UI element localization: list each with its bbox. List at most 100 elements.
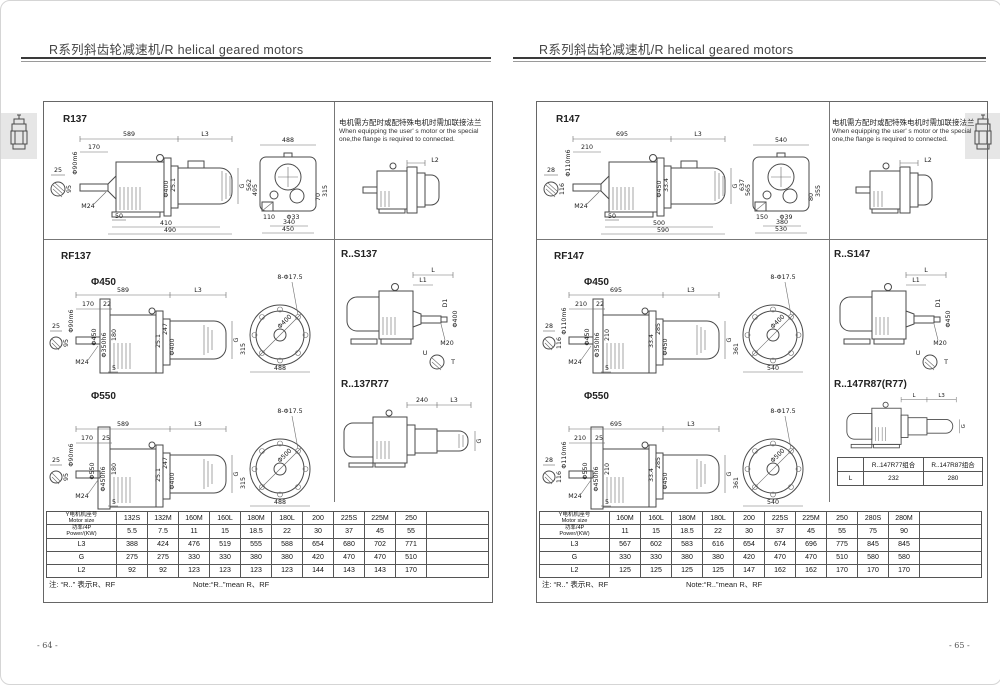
dim-label: G	[239, 183, 246, 188]
cell: 424	[147, 537, 179, 552]
dim-label: 33.4	[648, 468, 655, 482]
dim-label: M24	[75, 359, 88, 366]
side-view	[75, 298, 227, 374]
dim-label: M20	[933, 340, 946, 347]
dim-label: 170	[88, 144, 100, 151]
cell: 125	[609, 563, 641, 578]
cell: 470	[364, 550, 396, 565]
dim-label: Φ90m6	[68, 443, 75, 466]
dim-label: Φ400	[169, 339, 176, 356]
dim-label: 33.4	[648, 334, 655, 348]
side-view	[346, 283, 448, 345]
dim-label: Φ400	[169, 473, 176, 490]
row-header: G	[539, 550, 610, 565]
shaft-section-view	[429, 354, 445, 371]
note-line2: one,the flange is required to connected.	[339, 136, 455, 144]
cell: 275	[116, 550, 148, 565]
combo-table: R..147R77组合 R..147R87组合 L 232 280	[837, 457, 983, 486]
dim-label: 695	[610, 421, 622, 428]
cell: 7.5	[147, 524, 179, 539]
page-title: R系列斜齿轮减速机/R helical geared motors	[49, 43, 304, 57]
dim-label: 495	[252, 184, 259, 196]
dim-label: 540	[775, 137, 787, 144]
cell: 580	[857, 550, 889, 565]
flange-end-view	[742, 304, 804, 366]
dim-label: 637	[739, 179, 746, 191]
cell: 18.5	[240, 524, 272, 539]
dim-label: 150	[756, 214, 768, 221]
dim-label: D1	[442, 299, 449, 308]
dim-label: 530	[775, 226, 787, 233]
cell: 144	[302, 563, 334, 578]
model-title: R..S137	[341, 249, 378, 260]
side-view	[75, 426, 227, 510]
cell: 225S	[333, 510, 365, 526]
cell: 160M	[178, 510, 210, 526]
dim-label: 540	[767, 499, 779, 506]
row-header-en: Motor size	[561, 518, 588, 525]
end-view	[259, 152, 317, 212]
motor-icon	[10, 114, 28, 150]
cell: 132M	[147, 510, 179, 526]
dim-label: 695	[610, 287, 622, 294]
cell: 280S	[857, 510, 889, 526]
flange-size-label: Φ550	[91, 391, 116, 402]
dim-label: U	[916, 350, 921, 357]
dim-label: L3	[938, 393, 944, 399]
cell: 123	[271, 563, 303, 578]
shaft-end-view	[542, 464, 556, 485]
model-title: R..147R87(R77)	[834, 379, 907, 390]
cell: 775	[826, 537, 858, 552]
dim-label: L	[431, 267, 435, 274]
dim-label: Φ400	[452, 311, 459, 328]
side-view	[568, 426, 720, 510]
cell	[919, 550, 982, 565]
cell: 510	[395, 550, 427, 565]
shaft-end-view	[50, 174, 66, 198]
dim-label: 488	[274, 365, 286, 372]
section-divider	[44, 239, 492, 240]
drawing-rf147-450: 28 116 695 L3 210 22 Φ110m6 Φ450 Φ350h6 …	[542, 274, 804, 374]
dim-label: Φ450	[584, 329, 591, 346]
dim-label: Φ110m6	[565, 149, 572, 176]
flange-size-label: Φ550	[584, 391, 609, 402]
cell: 388	[116, 537, 148, 552]
cell: 330	[209, 550, 241, 565]
drawing-rf137-450: 25 95 589 L3 170 22 Φ90m6 Φ450 Φ350h6 18…	[49, 274, 311, 374]
dim-label: L3	[201, 131, 209, 138]
model-title: R..S147	[834, 249, 871, 260]
dim-label: 110	[263, 214, 275, 221]
cell: 200	[302, 510, 334, 526]
cell: 180L	[702, 510, 734, 526]
dim-label: 355	[815, 185, 822, 197]
dim-label: Φ350h6	[594, 333, 601, 358]
dim-label: 95	[66, 185, 73, 193]
dim-label: 340	[283, 219, 295, 226]
dim-label: G	[233, 337, 240, 342]
cell	[919, 563, 982, 578]
shaft-end-view	[543, 174, 559, 198]
cell: 225M	[795, 510, 827, 526]
dim-label: 116	[556, 337, 563, 349]
dim-label: 28	[547, 167, 555, 174]
cell: 275	[147, 550, 179, 565]
flange-figure: L2	[362, 157, 440, 214]
cell: 470	[333, 550, 365, 565]
cell: 125	[702, 563, 734, 578]
side-view	[568, 298, 720, 374]
dim-label: 380	[776, 219, 788, 226]
cell: 170	[888, 563, 920, 578]
flange-motor-view	[855, 162, 933, 214]
shaft-end-view	[49, 330, 63, 351]
cell: 519	[209, 537, 241, 552]
cell: 22	[702, 524, 734, 539]
dim-label: 285	[655, 457, 662, 469]
cell: 45	[364, 524, 396, 539]
dim-label: Φ110m6	[561, 441, 568, 468]
flange-figure: L2	[855, 157, 933, 214]
note-line1: When equipping the user' s motor or the …	[832, 128, 972, 135]
cell: 602	[640, 537, 672, 552]
